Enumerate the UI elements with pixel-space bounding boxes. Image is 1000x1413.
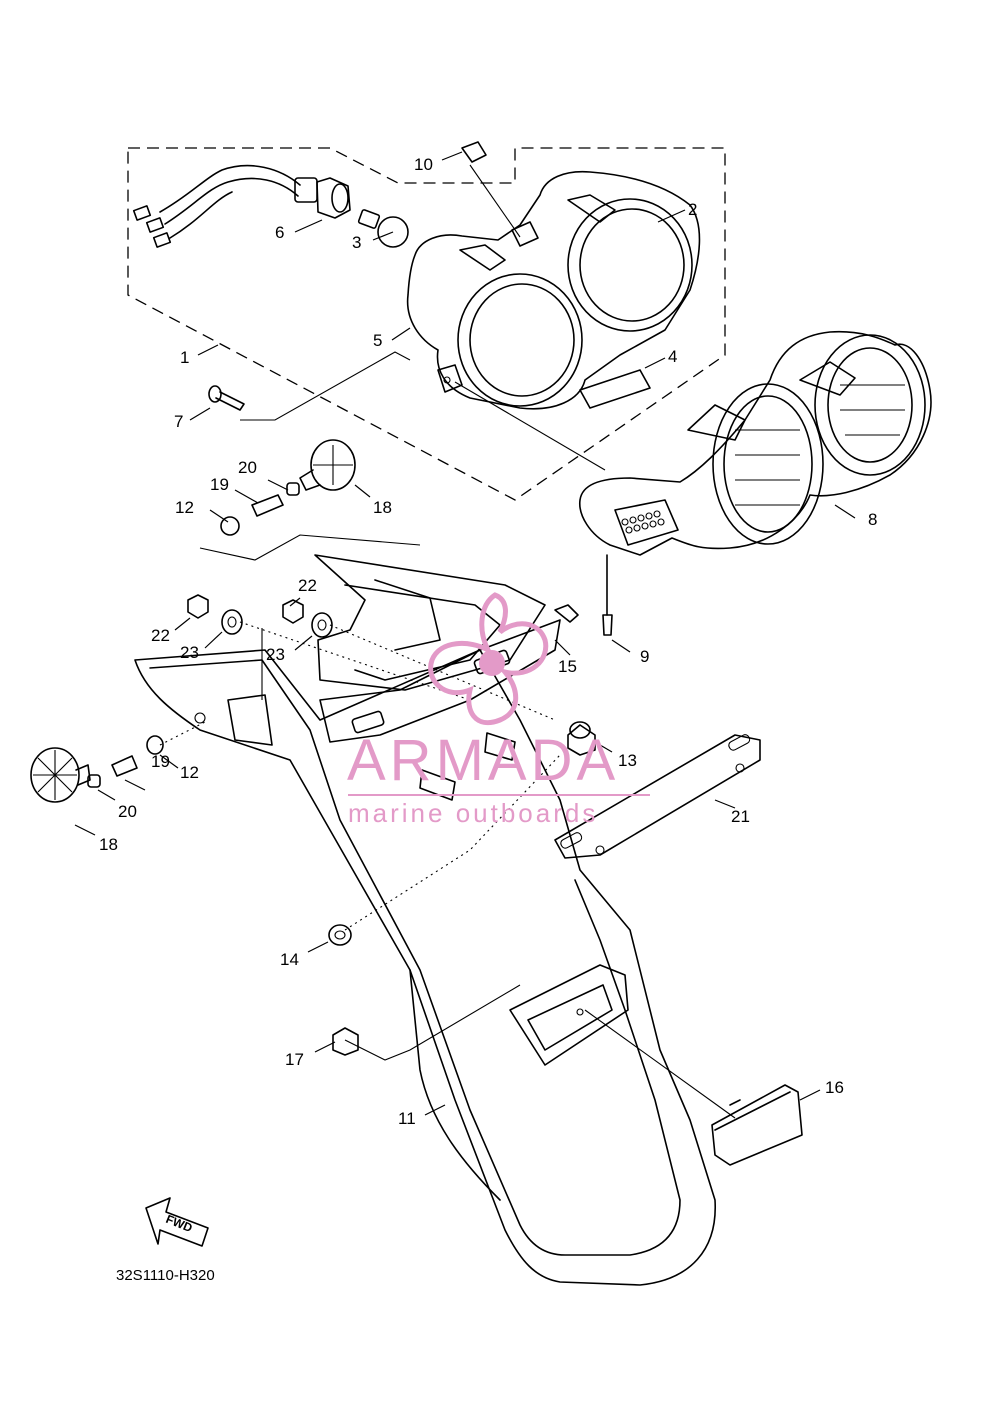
watermark-tagline: marine outboards [348,798,598,828]
screw-7 [208,385,245,411]
callout-5: 5 [373,331,382,350]
callout-leaders [74,151,856,1116]
grommet-14 [328,924,352,946]
callout-15: 15 [558,657,577,676]
fwd-arrow: FWD [145,1197,209,1247]
callout-16: 16 [825,1078,844,1097]
fwd-label: FWD [164,1212,195,1235]
propeller-logo [428,592,549,726]
callout-18-upper: 18 [373,498,392,517]
callout-6: 6 [275,223,284,242]
callout-14: 14 [280,950,299,969]
reference-lines [159,164,736,1119]
bulb [357,209,409,248]
callout-13: 13 [618,751,637,770]
cap-nut-13 [567,721,596,756]
assembly-boundary [127,147,726,501]
callout-22-right: 22 [298,576,317,595]
callout-4: 4 [668,347,677,366]
label-sticker [579,369,651,409]
callout-8: 8 [868,510,877,529]
reflector-bolt-set-lower [30,735,164,803]
clip-15 [554,604,579,623]
watermark: ARMADA marine outboards [347,592,650,828]
callout-12-lower: 12 [180,763,199,782]
lens-housing [406,170,701,410]
callout-labels: 1 2 3 4 5 6 7 8 9 10 11 12 12 13 14 15 1… [99,155,877,1128]
rear-fender [134,649,716,1286]
callout-3: 3 [352,233,361,252]
callout-2: 2 [688,200,697,219]
callout-18-lower: 18 [99,835,118,854]
screw-9 [602,554,613,636]
flange-nut-17 [332,1027,359,1056]
callout-1: 1 [180,348,189,367]
callout-7: 7 [174,412,183,431]
callout-10: 10 [414,155,433,174]
callout-19-upper: 19 [210,475,229,494]
watermark-brand: ARMADA [347,728,619,793]
callout-19-lower: 19 [151,752,170,771]
reflector-bolt-set-upper [220,439,356,536]
callout-20-upper: 20 [238,458,257,477]
callout-20-lower: 20 [118,802,137,821]
reflector-16 [711,1084,803,1166]
callout-23-right: 23 [266,645,285,664]
callout-21: 21 [731,807,750,826]
callout-12-upper: 12 [175,498,194,517]
harness-socket [132,164,351,248]
taillight-assembly [579,330,932,556]
callout-23-left: 23 [180,643,199,662]
diagram-code: 32S1110-H320 [116,1267,215,1284]
callout-11: 11 [398,1109,416,1128]
callout-22-left: 22 [151,626,170,645]
nuts-washers [187,594,333,638]
clip [461,141,487,163]
callout-17: 17 [285,1050,304,1069]
callout-9: 9 [640,647,649,666]
